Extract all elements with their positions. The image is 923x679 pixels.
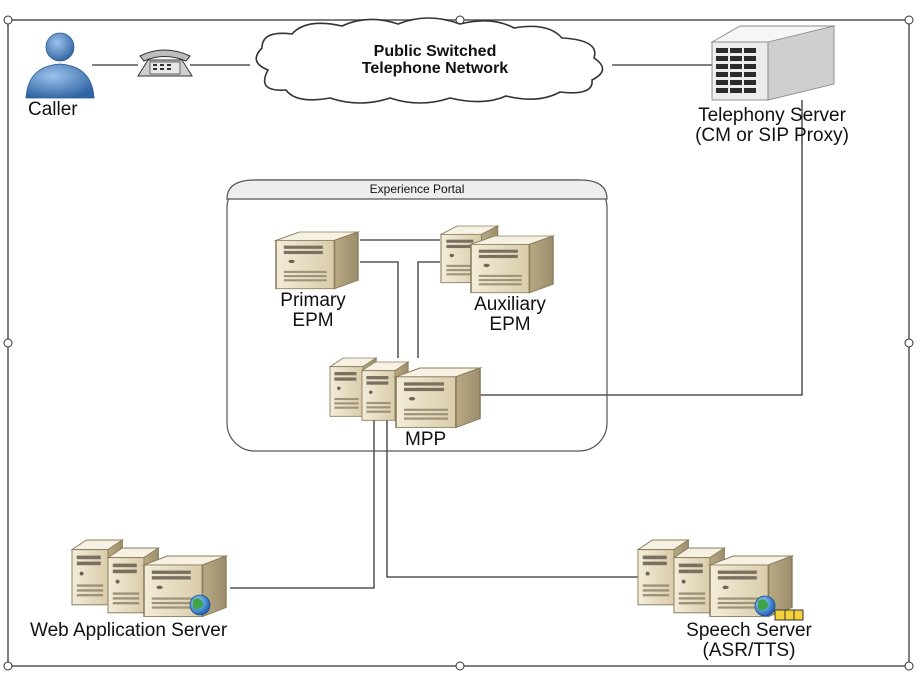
- pstn-label-line2: Telephone Network: [361, 59, 509, 77]
- primary-epm-line1: Primary: [280, 290, 346, 311]
- auxiliary-epm-label: Auxiliary EPM: [450, 295, 570, 335]
- auxiliary-epm-server-icon: [440, 225, 554, 294]
- pstn-label-line1: Public Switched: [373, 43, 497, 60]
- telephony-label-line2: (CM or SIP Proxy): [695, 124, 849, 146]
- telephony-server-label: Telephony Server (CM or SIP Proxy): [652, 106, 892, 146]
- web-application-server-label: Web Application Server: [30, 620, 228, 641]
- telephone-icon: [137, 49, 193, 77]
- person-icon: [25, 32, 95, 99]
- globe-icon: [189, 594, 211, 616]
- primary-epm-label: Primary EPM: [258, 291, 368, 331]
- mpp-label: MPP: [405, 429, 447, 450]
- speech-label-line2: (ASR/TTS): [702, 639, 796, 661]
- auxiliary-epm-line2: EPM: [489, 313, 531, 335]
- speech-server-label: Speech Server (ASR/TTS): [642, 621, 856, 661]
- cloud-icon: [255, 17, 604, 104]
- caller-label: Caller: [28, 99, 78, 120]
- key-icon: [774, 609, 804, 621]
- portal-title-tab: [226, 179, 608, 200]
- primary-epm-server-icon: [275, 231, 359, 290]
- auxiliary-epm-line1: Auxiliary: [474, 294, 546, 315]
- connection-lines: [92, 64, 803, 589]
- globe-icon: [754, 595, 776, 617]
- telephony-label-line1: Telephony Server: [698, 105, 846, 126]
- pstn-label: Public Switched Telephone Network: [300, 43, 570, 78]
- frame-handles[interactable]: [3, 15, 914, 671]
- telephony-server-icon: [710, 25, 836, 101]
- primary-epm-line2: EPM: [292, 309, 334, 331]
- portal-title: Experience Portal: [369, 182, 465, 196]
- speech-label-line1: Speech Server: [686, 620, 812, 641]
- mpp-server-icon: [329, 357, 481, 429]
